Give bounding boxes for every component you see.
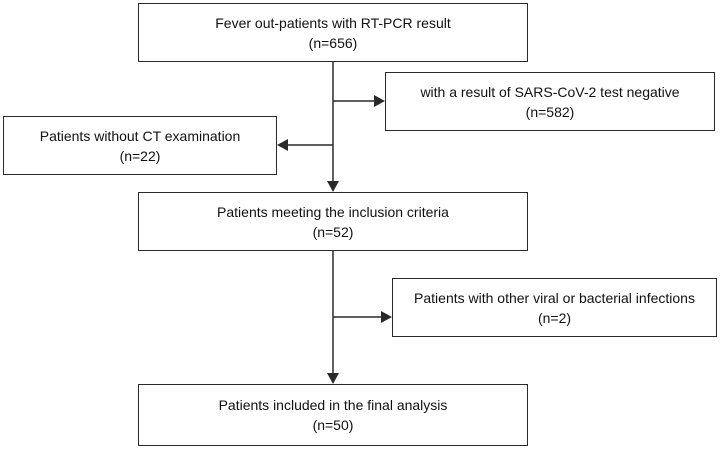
arrowhead-to-inclusion [327,181,339,192]
box-final-label: Patients included in the final analysis [218,397,448,413]
box-negative-count: (n=582) [525,103,575,120]
box-other-infections-count: (n=2) [537,309,572,326]
box-no-ct-count: (n=22) [119,147,161,164]
box-screened-label: Fever out-patients with RT-PCR result [215,14,451,31]
arrowhead-to-negative [374,95,385,107]
box-no-ct-label: Patients without CT examination [39,127,241,144]
arrowhead-to-final [327,373,339,384]
box-final-count: (n=50) [312,417,354,433]
box-screened-patients: Fever out-patients with RT-PCR result (n… [138,3,528,62]
box-negative-result: with a result of SARS-CoV-2 test negativ… [385,72,715,131]
box-inclusion-count: (n=52) [312,223,354,240]
arrowhead-to-other-infections [381,311,392,323]
box-screened-count: (n=656) [308,34,358,51]
arrowhead-to-no-ct [277,139,288,151]
box-without-ct: Patients without CT examination (n=22) [3,116,277,175]
box-negative-label: with a result of SARS-CoV-2 test negativ… [420,83,680,100]
box-final-analysis: Patients included in the final analysis … [138,384,528,446]
box-inclusion-criteria: Patients meeting the inclusion criteria … [138,192,528,251]
box-inclusion-label: Patients meeting the inclusion criteria [217,203,449,220]
box-other-infections-label: Patients with other viral or bacterial i… [414,289,695,306]
box-other-infections: Patients with other viral or bacterial i… [392,278,717,337]
